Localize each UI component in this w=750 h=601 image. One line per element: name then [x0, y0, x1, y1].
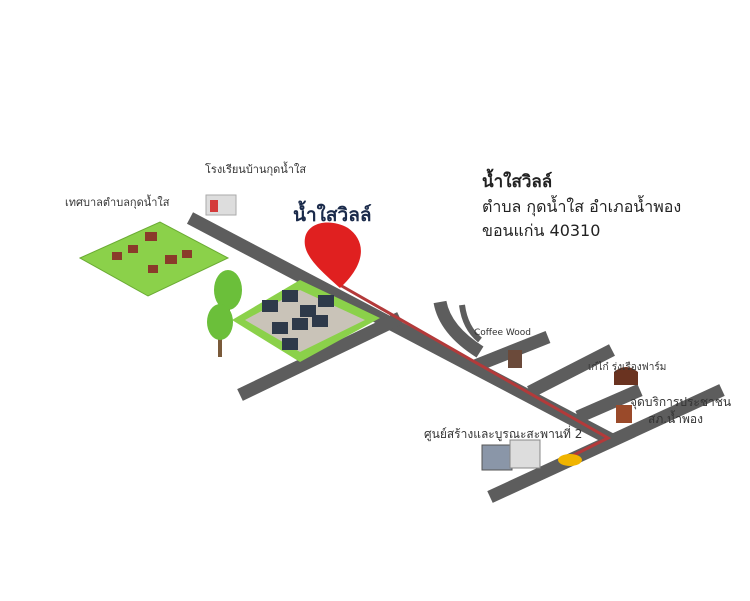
label-bridge-center: ศูนย์สร้างและบูรณะสะพานที่ 2	[424, 427, 583, 441]
label-school: โรงเรียนบ้านกุดน้ำใส	[205, 163, 307, 176]
label-police-2: สภ.น้ำพอง	[648, 412, 703, 426]
main-road	[186, 212, 616, 446]
side-road-left	[237, 312, 403, 401]
side-road-farm	[527, 344, 615, 398]
school-building	[205, 194, 237, 216]
car	[558, 454, 582, 466]
roads	[186, 212, 725, 503]
place-title: น้ำใสวิลล์	[482, 172, 553, 192]
village-houses	[262, 290, 334, 350]
municipality-houses	[112, 232, 192, 273]
label-farm: เก๋ไก๋ รุ่งเรืองฟาร์ม	[588, 362, 667, 373]
address-line-2: ขอนแก่น 40310	[482, 221, 601, 240]
coffee-wood-building	[508, 350, 522, 368]
bridge-center-buildings	[481, 439, 541, 471]
label-police-1: จุดบริการประชาชน	[630, 395, 732, 409]
municipality-lot	[78, 221, 230, 297]
curved-road-2	[459, 304, 482, 343]
trees	[207, 270, 242, 357]
route-line	[339, 283, 612, 464]
police-station	[616, 405, 632, 423]
curved-road	[433, 300, 484, 358]
address-block: น้ำใสวิลล์ ตำบล กุดน้ำใส อำเภอน้ำพอง ขอน…	[482, 168, 681, 243]
side-road-police	[575, 384, 643, 423]
location-pin-icon	[304, 222, 361, 288]
address-line-1: ตำบล กุดน้ำใส อำเภอน้ำพอง	[482, 197, 682, 216]
label-coffee-wood: Coffee Wood	[474, 328, 532, 338]
bottom-road	[487, 384, 725, 503]
label-municipality: เทศบาลตำบลกุดน้ำใส	[65, 196, 170, 209]
farm-barn	[614, 367, 638, 385]
pin-label: น้ำใสวิลล์	[293, 204, 372, 226]
